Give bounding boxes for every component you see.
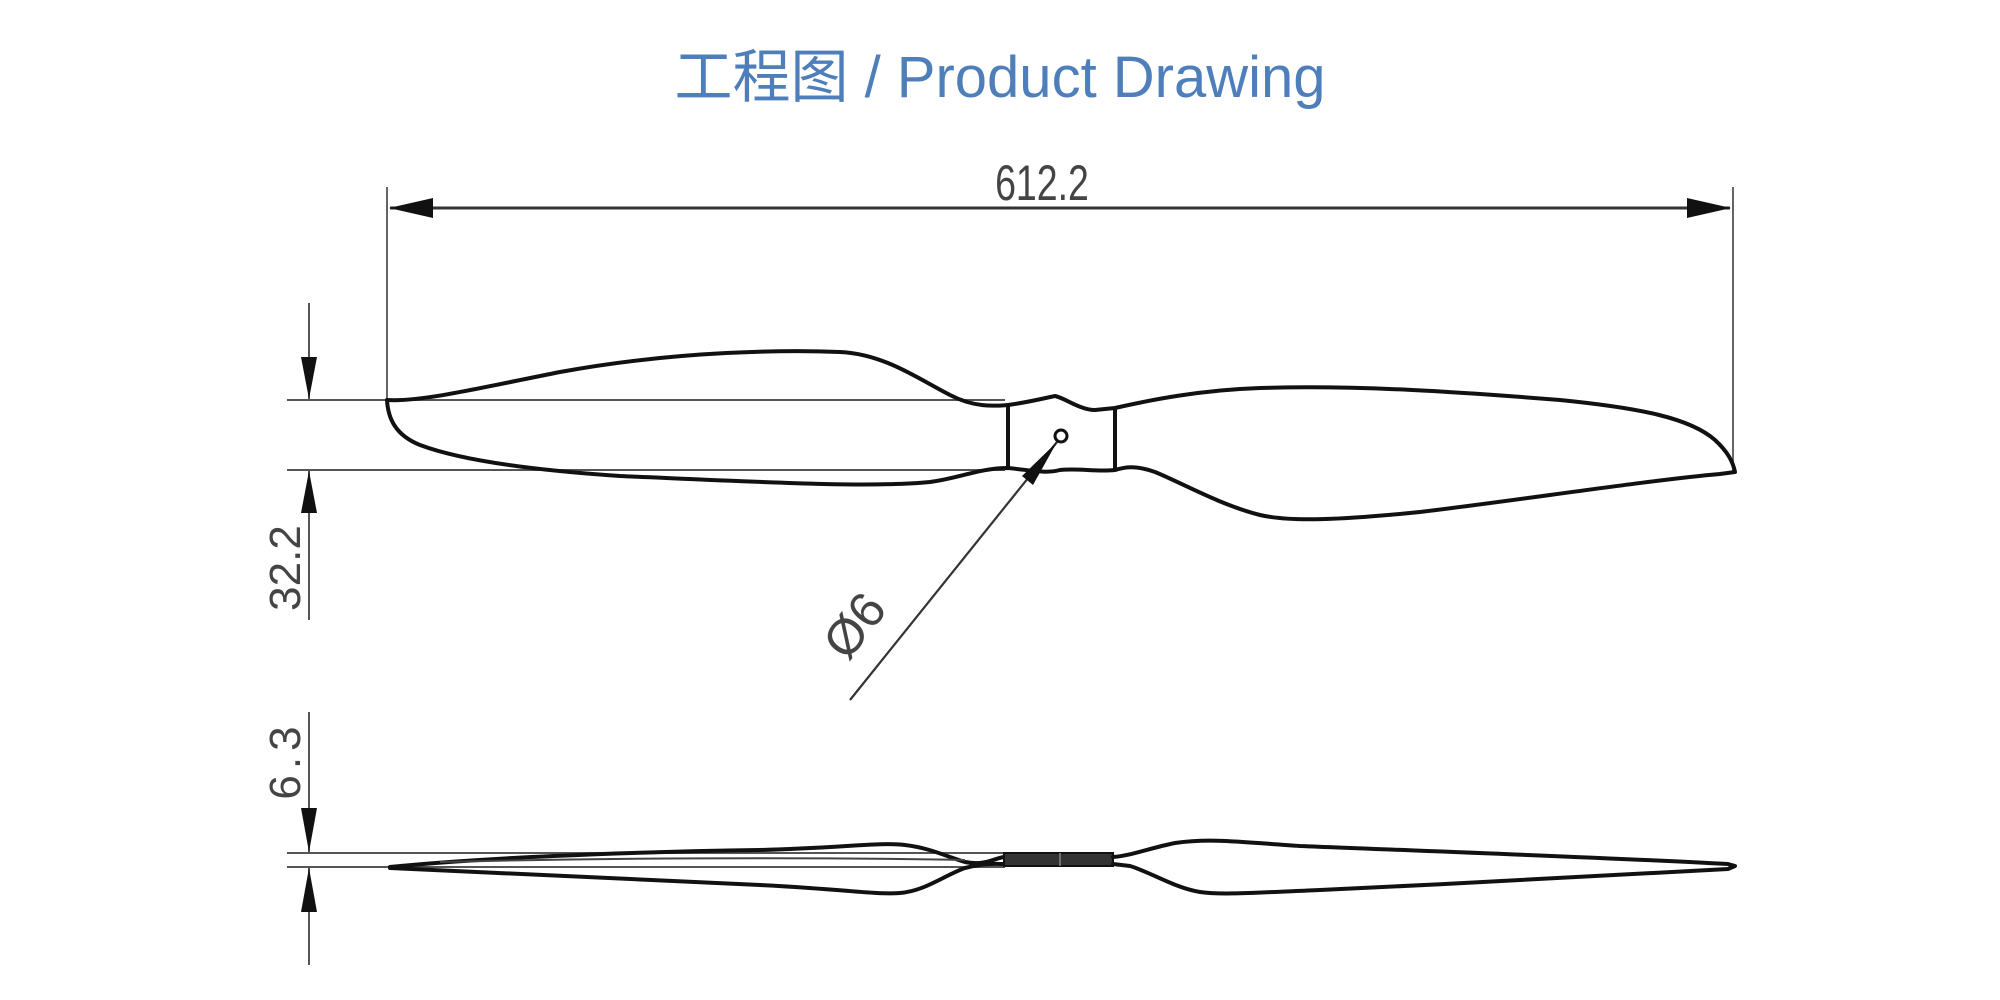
thickness-label: 6.3 — [261, 720, 310, 799]
arrow-down-icon — [301, 357, 317, 399]
top-view: 612.2 32.2 Ø6 — [261, 156, 1737, 701]
left-blade-side-profile — [388, 842, 1006, 896]
propeller-top-outline — [385, 349, 1737, 522]
arrow-down-icon — [301, 808, 317, 852]
leader-arrow-icon — [1022, 442, 1057, 485]
hub-side — [1003, 852, 1114, 867]
mounting-hole-icon — [1053, 428, 1069, 444]
length-dimension: 612.2 — [386, 156, 1734, 474]
side-view: 6.3 — [261, 712, 1737, 965]
page-title: 工程图 / Product Drawing — [674, 45, 1326, 110]
right-blade-side-profile — [1111, 838, 1737, 896]
arrow-up-icon — [301, 868, 317, 912]
chord-label: 32.2 — [261, 525, 310, 611]
arrow-left-icon — [389, 198, 433, 218]
arrow-right-icon — [1687, 198, 1731, 218]
leader-line — [849, 441, 1058, 701]
left-blade-inner-line — [439, 857, 966, 863]
chord-dimension: 32.2 — [261, 303, 317, 620]
thickness-dimension: 6.3 — [261, 712, 317, 965]
length-label: 612.2 — [995, 156, 1089, 211]
arrow-up-icon — [301, 471, 317, 513]
